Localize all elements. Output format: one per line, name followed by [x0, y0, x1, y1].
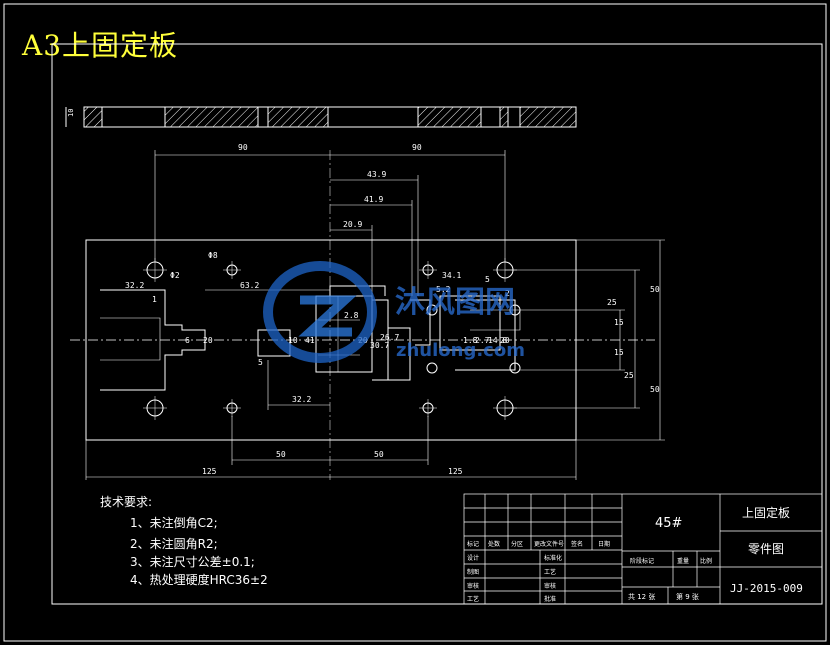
dimension-lines	[85, 150, 665, 480]
hdr-sign: 签名	[571, 540, 583, 548]
hdr-mark: 标记	[467, 540, 479, 548]
sheet-title: A3上固定板	[22, 29, 179, 62]
top-view: 10	[65, 106, 577, 128]
dim-32-2-top: 32.2	[125, 281, 144, 290]
hdr-file: 更改文件号	[534, 540, 564, 548]
dim-50-top: 50	[650, 285, 660, 294]
dim-63-2: 63.2	[240, 281, 259, 290]
tech-item-4: 4、热处理硬度HRC36±2	[130, 572, 268, 587]
lbl-weight: 重量	[677, 557, 689, 565]
title-block-text: 45# 上固定板 零件图 JJ-2015-009 标记 处数 分区 更改文件号 …	[467, 505, 803, 603]
hdr-date: 日期	[598, 540, 610, 548]
watermark-line1: 沐风图网	[395, 285, 515, 320]
title-block	[463, 493, 823, 605]
dim-2: 2	[505, 289, 510, 298]
dim-34-1: 34.1	[442, 271, 461, 280]
dim-41: 41	[305, 336, 315, 345]
tech-item-2: 2、未注圆角R2;	[130, 536, 218, 551]
hdr-zone: 分区	[511, 540, 523, 548]
hdr-count: 处数	[488, 540, 500, 548]
hole-6	[223, 399, 241, 417]
dim-20-right: 20	[500, 336, 510, 345]
dim-125-right: 125	[448, 467, 463, 476]
dim-5-left: 5	[258, 358, 263, 367]
dim-50-h-left: 50	[276, 450, 286, 459]
dim-2-7: 2.7	[475, 336, 490, 345]
drawing-type: 零件图	[748, 542, 784, 556]
hole-2	[223, 261, 241, 279]
dim-43-9: 43.9	[367, 170, 386, 179]
dim-top-thickness: 10	[67, 109, 75, 117]
tech-requirements: 技术要求: 1、未注倒角C2; 2、未注圆角R2; 3、未注尺寸公差±0.1; …	[100, 495, 268, 587]
sheets-total: 共 12 张	[628, 592, 655, 601]
lbl-scale: 比例	[700, 557, 712, 565]
dim-15-top: 15	[614, 318, 624, 327]
dimension-labels: 90 90 43.9 41.9 20.9 32.2 1 6 20 Φ2 Φ8 6…	[125, 143, 660, 476]
dim-90-left: 90	[238, 143, 248, 152]
dim-phi2: Φ2	[170, 271, 180, 280]
right-pocket	[439, 295, 501, 351]
dim-50-bot: 50	[650, 385, 660, 394]
dim-90-right: 90	[412, 143, 422, 152]
dim-41-9: 41.9	[364, 195, 383, 204]
lbl-check-2: 审核	[544, 582, 556, 590]
dim-10: 10	[288, 336, 298, 345]
dim-5-right: 5	[485, 275, 490, 284]
part-name: 上固定板	[742, 505, 790, 520]
lbl-approve: 批准	[544, 595, 556, 603]
dim-15-bot: 15	[614, 348, 624, 357]
hole-3	[419, 261, 437, 279]
hole-7	[419, 399, 437, 417]
lbl-standard: 标准化	[544, 554, 562, 562]
dim-30-7: 30.7	[370, 341, 389, 350]
dim-32-2-bottom: 32.2	[292, 395, 311, 404]
dim-26-7: 26.7	[380, 333, 399, 342]
outer-border	[3, 3, 827, 642]
main-plate	[70, 150, 655, 480]
dim-2-8: 2.8	[344, 311, 359, 320]
left-slot	[100, 289, 206, 391]
dim-20-left: 20	[203, 336, 213, 345]
dim-125-left: 125	[202, 467, 217, 476]
lbl-draw: 制图	[467, 568, 479, 576]
tech-item-3: 3、未注尺寸公差±0.1;	[130, 554, 255, 569]
sheet-number: 第 9 张	[676, 592, 699, 601]
inner-border	[51, 43, 823, 605]
dim-1: 1	[152, 295, 157, 304]
tech-heading: 技术要求:	[100, 495, 152, 509]
watermark: 沐风图网 zhulong.com	[263, 261, 525, 363]
lbl-stage: 阶段标记	[630, 557, 654, 565]
dim-25-bot: 25	[624, 371, 634, 380]
hole-5	[143, 396, 167, 420]
lbl-craft: 工艺	[467, 595, 479, 603]
dim-6: 6	[185, 336, 190, 345]
dim-14-8: 14.8	[488, 336, 507, 345]
material: 45#	[655, 516, 682, 531]
watermark-line2: zhulong.com	[396, 340, 525, 361]
dim-phi8: Φ8	[208, 251, 218, 260]
tech-item-1: 1、未注倒角C2;	[130, 515, 218, 530]
lbl-craft-2: 工艺	[544, 568, 556, 576]
dim-20-9: 20.9	[343, 220, 362, 229]
dim-1-8: 1.8	[463, 336, 478, 345]
dim-50-h-right: 50	[374, 450, 384, 459]
dim-25: 25	[607, 298, 617, 307]
drawing-number: JJ-2015-009	[730, 582, 803, 595]
lbl-design: 设计	[467, 554, 479, 562]
lbl-check: 审核	[467, 582, 479, 590]
dim-5-2: 5.2	[436, 285, 451, 294]
